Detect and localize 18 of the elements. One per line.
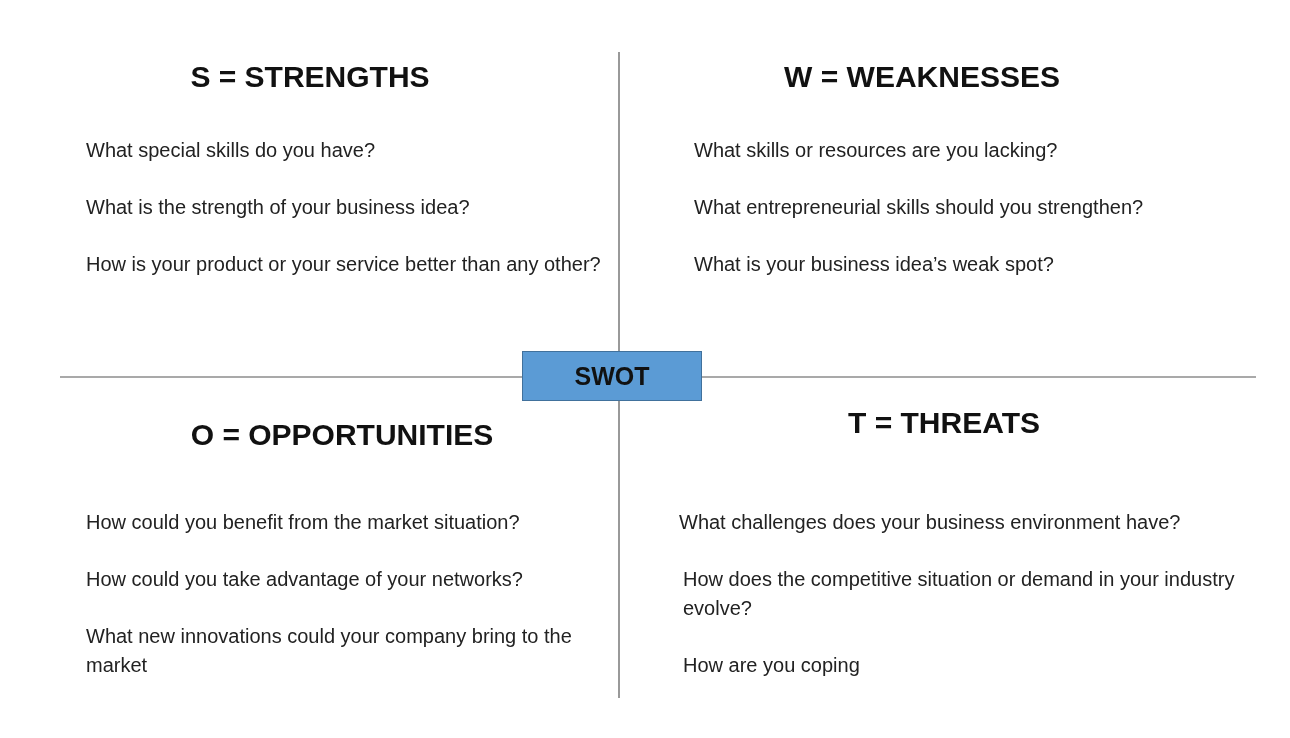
question-text: How could you benefit from the market situation? — [86, 510, 521, 535]
question-text: What special skills do you have? — [86, 138, 377, 163]
quadrant-heading: W = WEAKNESSES — [784, 60, 1060, 94]
question-text: What entrepreneurial skills should you strengthen? — [694, 195, 1145, 220]
question-text: What challenges does your business environment have? — [679, 510, 1182, 535]
question-text: How are you coping — [683, 653, 861, 678]
question-text: How is your product or your service better than any other? — [86, 252, 602, 277]
question-text: What new innovations could your company bring to the market — [86, 624, 573, 678]
question-text: What is your business idea’s weak spot? — [694, 252, 1055, 277]
quadrant-heading: T = THREATS — [848, 406, 1040, 440]
quadrant-heading: O = OPPORTUNITIES — [190, 418, 494, 452]
question-text: What is the strength of your business idea? — [86, 195, 471, 220]
question-text: How does the competitive situation or demand in your industry evolve? — [683, 567, 1236, 621]
quadrant-heading: S = STRENGTHS — [190, 60, 430, 94]
center-label: SWOT — [574, 361, 650, 391]
center-box — [522, 351, 702, 401]
question-text: How could you take advantage of your networks? — [86, 567, 524, 592]
question-text: What skills or resources are you lacking? — [694, 138, 1059, 163]
